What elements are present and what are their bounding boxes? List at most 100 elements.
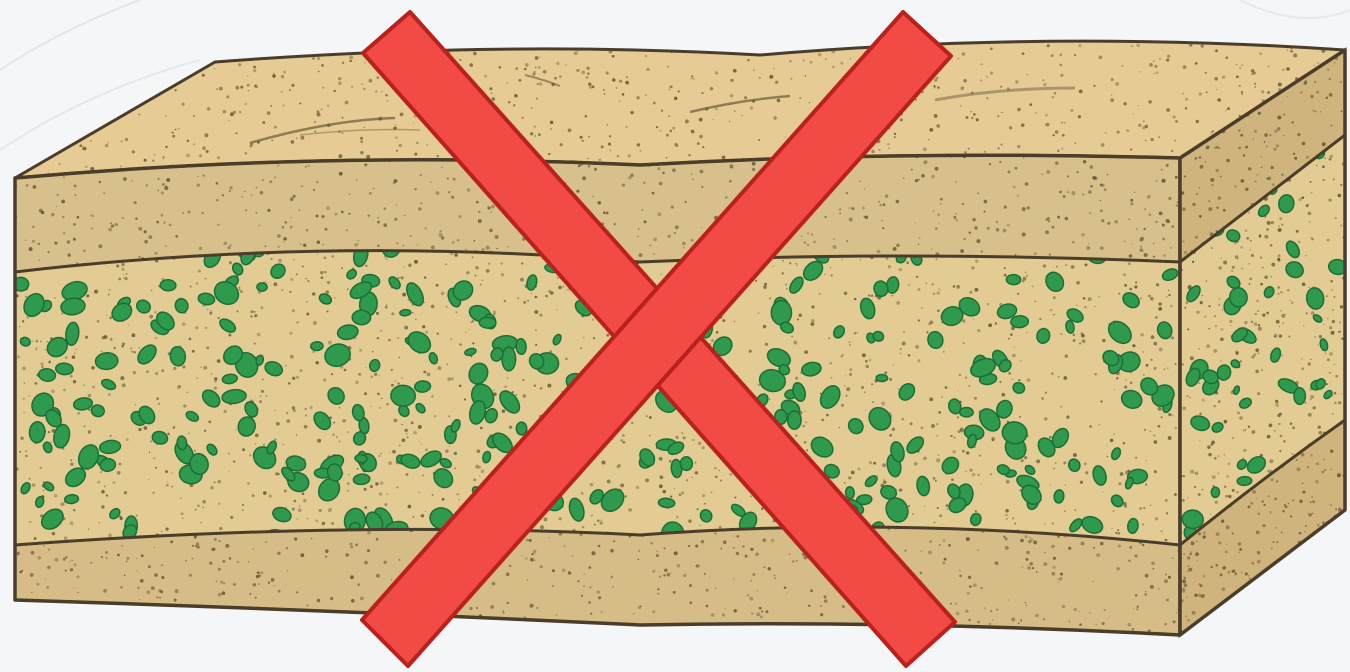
sand-speck xyxy=(174,599,177,602)
sand-speck xyxy=(347,482,350,485)
sand-speck xyxy=(971,117,973,119)
sand-speck xyxy=(193,143,195,145)
sand-speck xyxy=(1289,300,1290,301)
sand-speck xyxy=(756,612,760,616)
sand-speck xyxy=(1249,283,1251,285)
sand-speck xyxy=(1117,529,1119,531)
sand-speck xyxy=(1302,483,1304,485)
green-grain xyxy=(1006,274,1021,284)
sand-speck xyxy=(701,540,705,544)
sand-speck xyxy=(1255,313,1257,315)
sand-speck xyxy=(604,93,606,95)
sand-speck xyxy=(376,574,380,578)
sand-speck xyxy=(1199,92,1202,95)
sand-speck xyxy=(1128,218,1130,220)
sand-speck xyxy=(448,191,450,193)
sand-speck xyxy=(1335,375,1338,378)
sand-speck xyxy=(195,545,197,547)
green-grain xyxy=(960,407,974,417)
sand-speck xyxy=(322,615,326,619)
sand-speck xyxy=(70,463,73,466)
sand-speck xyxy=(1315,480,1319,484)
sand-speck xyxy=(824,216,826,218)
sand-speck xyxy=(531,553,533,555)
sand-speck xyxy=(1074,509,1076,511)
sand-speck xyxy=(1155,180,1157,182)
sand-speck xyxy=(1195,236,1198,239)
sand-speck xyxy=(255,434,259,438)
sand-speck xyxy=(1060,573,1063,576)
sand-speck xyxy=(331,522,333,524)
sand-speck xyxy=(667,573,671,577)
sand-speck xyxy=(614,223,616,225)
sand-speck xyxy=(671,206,674,209)
sand-speck xyxy=(151,76,154,79)
sand-speck xyxy=(1228,463,1231,466)
sand-speck xyxy=(1154,470,1157,473)
sand-speck xyxy=(1248,505,1251,508)
sand-speck xyxy=(674,97,677,100)
sand-speck xyxy=(1077,171,1079,173)
sand-speck xyxy=(459,59,461,61)
sand-speck xyxy=(447,377,451,381)
sand-speck xyxy=(1231,570,1233,572)
sand-speck xyxy=(1006,518,1008,520)
sand-speck xyxy=(1151,38,1153,40)
sand-speck xyxy=(598,201,601,204)
sand-speck xyxy=(923,161,927,165)
sand-speck xyxy=(643,220,646,223)
sand-speck xyxy=(1305,255,1307,257)
sand-speck xyxy=(1029,562,1033,566)
sand-speck xyxy=(1272,183,1275,186)
sand-speck xyxy=(1073,339,1076,342)
sand-speck xyxy=(757,35,759,37)
sand-speck xyxy=(1190,553,1192,555)
sand-speck xyxy=(1148,100,1151,103)
sand-speck xyxy=(395,124,397,126)
sand-speck xyxy=(619,80,622,83)
sand-speck xyxy=(364,163,367,166)
sand-speck xyxy=(628,154,632,158)
sand-speck xyxy=(218,593,222,597)
sand-speck xyxy=(290,355,294,359)
sand-speck xyxy=(1278,604,1280,606)
sand-speck xyxy=(229,471,230,472)
sand-speck xyxy=(1320,576,1324,580)
sand-speck xyxy=(192,545,194,547)
sand-speck xyxy=(808,605,810,607)
sand-speck xyxy=(819,293,821,295)
sand-speck xyxy=(996,221,998,223)
sand-speck xyxy=(1317,630,1319,632)
sand-speck xyxy=(730,94,733,97)
sand-speck xyxy=(796,264,798,266)
sand-speck xyxy=(42,77,44,79)
sand-speck xyxy=(1264,133,1268,137)
sand-speck xyxy=(1111,94,1112,95)
sand-speck xyxy=(107,142,108,143)
sand-speck xyxy=(1262,267,1264,269)
sand-speck xyxy=(525,63,529,67)
sand-speck xyxy=(1002,634,1005,637)
sand-speck xyxy=(537,631,541,635)
sand-speck xyxy=(293,195,296,198)
sand-speck xyxy=(350,545,353,548)
sand-speck xyxy=(88,394,92,398)
sand-speck xyxy=(286,419,290,423)
sand-speck xyxy=(976,239,980,243)
sand-speck xyxy=(824,274,825,275)
sand-speck xyxy=(305,278,307,280)
sand-speck xyxy=(1044,417,1047,420)
sand-speck xyxy=(1006,480,1010,484)
sand-speck xyxy=(1255,348,1259,352)
sand-speck xyxy=(128,630,130,632)
sand-speck xyxy=(1299,532,1302,535)
sand-speck xyxy=(1250,249,1252,251)
sand-speck xyxy=(391,384,394,387)
sand-speck xyxy=(1271,548,1272,549)
sand-speck xyxy=(1124,386,1127,389)
sand-speck xyxy=(965,376,967,378)
sand-speck xyxy=(355,381,359,385)
sand-speck xyxy=(1145,140,1146,141)
sand-speck xyxy=(224,410,227,413)
sand-speck xyxy=(1280,581,1282,583)
